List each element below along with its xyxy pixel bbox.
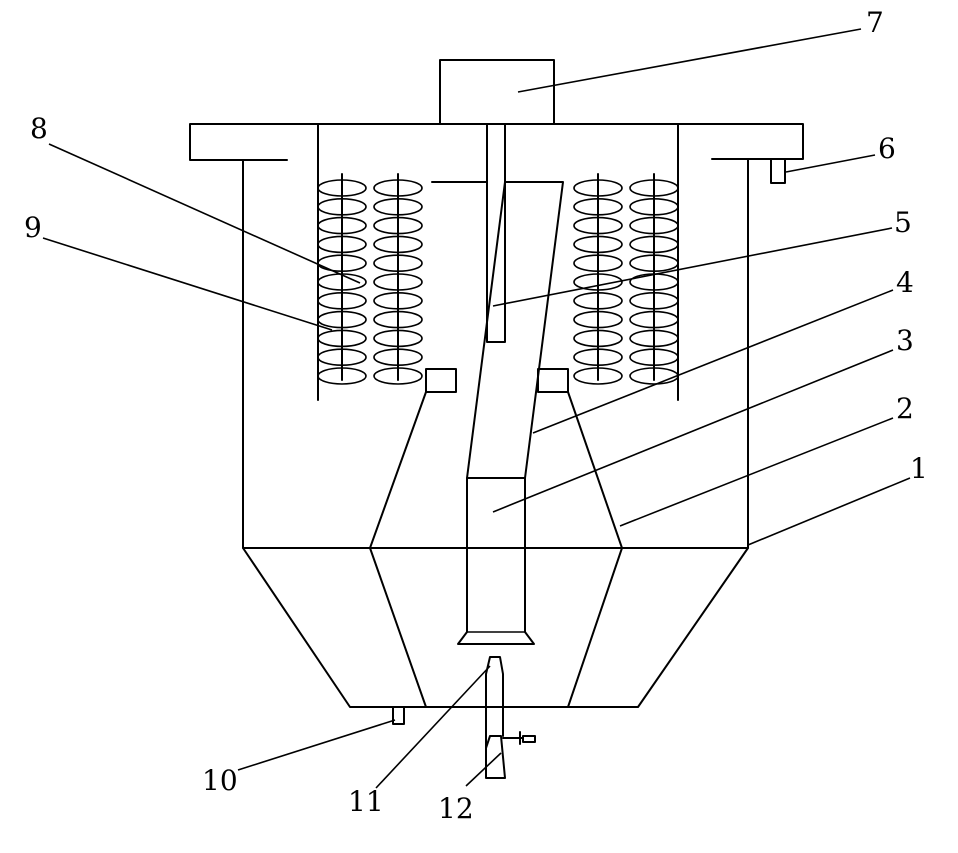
heating-coils [317, 173, 679, 385]
valve-handle [502, 731, 536, 745]
coil-turn [317, 367, 367, 385]
coil-turn [629, 291, 679, 310]
label-1: 1 [910, 452, 928, 485]
coil-turn [573, 198, 623, 216]
leader-8 [48, 143, 361, 284]
coil-turn [317, 179, 367, 197]
coil-turn [573, 216, 623, 235]
coil-turn [317, 273, 367, 291]
leader-2 [619, 417, 894, 527]
outlet-6 [770, 158, 786, 184]
coil-turn [629, 179, 679, 197]
coil-turn [317, 329, 367, 348]
coil-column-2 [373, 173, 423, 385]
coil-turn [317, 348, 367, 367]
guide-cone [369, 391, 623, 708]
label-6: 6 [878, 132, 896, 165]
coil-turn [373, 348, 423, 367]
coil-turn [629, 235, 679, 254]
stirring-shaft [486, 123, 506, 343]
coil-turn [373, 254, 423, 273]
coil-turn [629, 198, 679, 216]
coil-column-1 [317, 173, 367, 385]
coil-turn [573, 310, 623, 329]
coil-column-4 [629, 173, 679, 385]
coil-turn [373, 367, 423, 385]
coil-turn [573, 179, 623, 197]
coil-turn [373, 216, 423, 235]
leader-11 [375, 665, 491, 789]
coil-turn [373, 273, 423, 291]
coil-turn [573, 291, 623, 310]
leader-6 [785, 154, 876, 173]
coil-turn [317, 310, 367, 329]
coil-turn [317, 235, 367, 254]
leader-9 [42, 237, 333, 331]
coil-turn [373, 198, 423, 216]
leader-4 [532, 289, 894, 434]
coil-turn [573, 254, 623, 273]
label-5: 5 [894, 206, 912, 239]
coil-turn [573, 235, 623, 254]
outer-vessel-cone [242, 547, 749, 708]
coil-turn [373, 179, 423, 197]
coil-column-3 [573, 173, 623, 385]
coil-turn [573, 329, 623, 348]
label-3: 3 [896, 324, 914, 357]
leader-1 [747, 477, 911, 546]
coil-turn [317, 291, 367, 310]
label-2: 2 [896, 392, 914, 425]
top-cover-flange [189, 123, 804, 161]
central-downcomer [457, 477, 535, 645]
label-11: 11 [348, 785, 384, 818]
coil-turn [373, 291, 423, 310]
drive-motor [439, 59, 555, 125]
leader-12 [465, 752, 502, 787]
outer-vessel-shell [242, 158, 749, 549]
label-12: 12 [438, 792, 474, 825]
coil-turn [573, 273, 623, 291]
label-10: 10 [202, 764, 238, 797]
inner-cone-tube [431, 181, 564, 479]
coil-turn [629, 329, 679, 348]
leader-3 [492, 349, 894, 513]
coil-turn [373, 329, 423, 348]
outlet-10 [392, 706, 405, 725]
coil-turn [373, 235, 423, 254]
label-7: 7 [866, 6, 884, 39]
support-block-left [425, 368, 457, 393]
discharge-nozzle [485, 656, 504, 707]
label-9: 9 [24, 211, 42, 244]
coil-turn [629, 216, 679, 235]
coil-turn [373, 310, 423, 329]
label-8: 8 [30, 112, 48, 145]
coil-turn [573, 348, 623, 367]
coil-turn [317, 216, 367, 235]
coil-turn [573, 367, 623, 385]
support-block-right [537, 368, 569, 393]
leader-7 [517, 28, 862, 93]
coil-turn [629, 348, 679, 367]
coil-turn [629, 310, 679, 329]
coil-turn [317, 254, 367, 273]
coil-turn [629, 254, 679, 273]
leader-10 [237, 719, 396, 771]
coil-turn [317, 198, 367, 216]
discharge-valve [485, 706, 506, 779]
label-4: 4 [896, 266, 914, 299]
leader-5 [492, 227, 893, 307]
